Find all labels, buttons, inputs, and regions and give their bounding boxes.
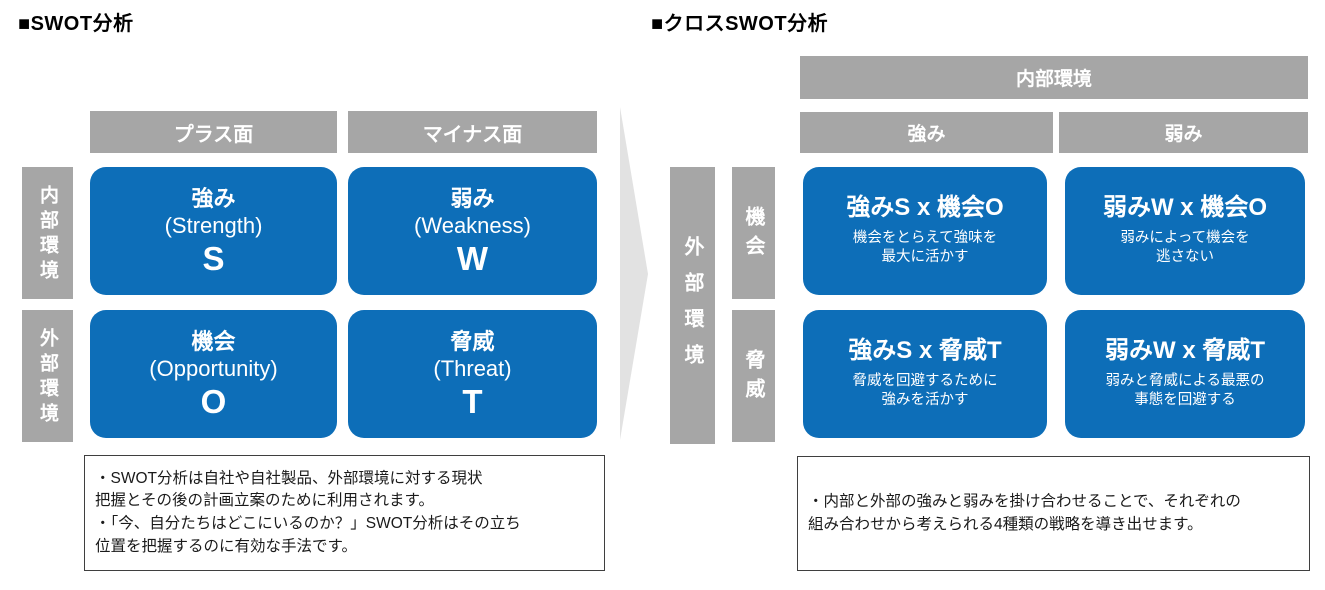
wo-title: 弱みW x 機会O bbox=[1102, 194, 1267, 222]
st-title: 強みS x 脅威T bbox=[848, 337, 1002, 365]
swot-col-header-minus: マイナス面 bbox=[348, 111, 597, 153]
so-title: 強みS x 機会O bbox=[846, 194, 1004, 222]
wt-description: 弱みと脅威による最悪の 事態を回避する bbox=[1105, 372, 1265, 409]
so-description: 機会をとらえて強味を 最大に活かす bbox=[852, 229, 998, 266]
cross-swot-section-title: ■クロスSWOT分析 bbox=[651, 13, 829, 35]
cross-row-header-threat: 脅威 bbox=[732, 310, 775, 442]
cross-side-header-external: 外部環境 bbox=[670, 167, 715, 444]
wo-description: 弱みによって機会を 逃さない bbox=[1120, 229, 1250, 266]
threat-name: 脅威 bbox=[450, 328, 495, 354]
threat-letter: T bbox=[462, 382, 483, 420]
weakness-name: 弱み bbox=[450, 185, 495, 211]
transition-arrow-icon bbox=[620, 107, 648, 440]
weakness-english: (Weakness) bbox=[414, 213, 531, 239]
swot-section-title: ■SWOT分析 bbox=[18, 13, 134, 35]
cross-col-header-strength: 強み bbox=[800, 112, 1053, 153]
swot-row-header-external: 外部環境 bbox=[22, 310, 73, 442]
cross-col-header-weakness: 弱み bbox=[1059, 112, 1308, 153]
strength-name: 強み bbox=[191, 185, 236, 211]
weakness-letter: W bbox=[456, 239, 489, 277]
cross-top-header-internal: 内部環境 bbox=[800, 56, 1308, 99]
cross-cell-wt: 弱みW x 脅威T 弱みと脅威による最悪の 事態を回避する bbox=[1065, 310, 1305, 438]
strength-letter: S bbox=[202, 239, 225, 277]
opportunity-name: 機会 bbox=[191, 328, 236, 354]
wt-title: 弱みW x 脅威T bbox=[1105, 337, 1265, 365]
cross-cell-so: 強みS x 機会O 機会をとらえて強味を 最大に活かす bbox=[803, 167, 1047, 295]
swot-cell-opportunity: 機会 (Opportunity) O bbox=[90, 310, 337, 438]
swot-cell-threat: 脅威 (Threat) T bbox=[348, 310, 597, 438]
opportunity-english: (Opportunity) bbox=[149, 356, 278, 382]
swot-note: ・SWOT分析は自社や自社製品、外部環境に対する現状 把握とその後の計画立案のた… bbox=[84, 455, 605, 571]
threat-english: (Threat) bbox=[433, 356, 512, 382]
cross-row-header-opportunity: 機会 bbox=[732, 167, 775, 299]
swot-cell-strength: 強み (Strength) S bbox=[90, 167, 337, 295]
st-description: 脅威を回避するために 強みを活かす bbox=[852, 372, 998, 409]
strength-english: (Strength) bbox=[164, 213, 263, 239]
swot-row-header-internal: 内部環境 bbox=[22, 167, 73, 299]
cross-cell-wo: 弱みW x 機会O 弱みによって機会を 逃さない bbox=[1065, 167, 1305, 295]
cross-cell-st: 強みS x 脅威T 脅威を回避するために 強みを活かす bbox=[803, 310, 1047, 438]
opportunity-letter: O bbox=[200, 382, 227, 420]
swot-cell-weakness: 弱み (Weakness) W bbox=[348, 167, 597, 295]
swot-col-header-plus: プラス面 bbox=[90, 111, 337, 153]
cross-swot-note: ・内部と外部の強みと弱みを掛け合わせることで、それぞれの 組み合わせから考えられ… bbox=[797, 456, 1310, 571]
